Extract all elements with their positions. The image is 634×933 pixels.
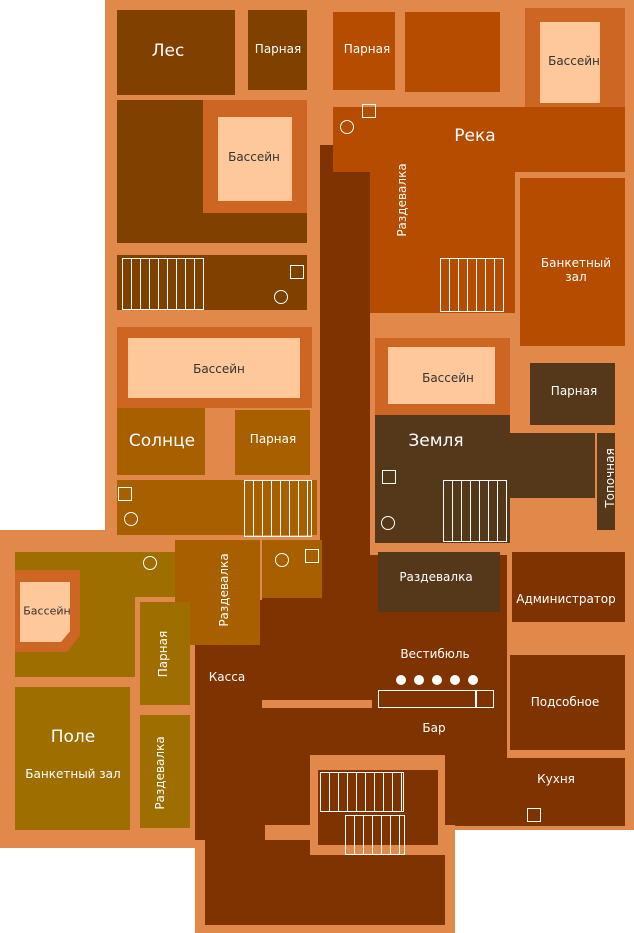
label-les-steam: Парная: [254, 42, 302, 56]
wall: [117, 243, 307, 255]
bar-counter-end: [476, 690, 494, 708]
bar-counter: [378, 690, 476, 708]
room-les: [117, 10, 235, 95]
room-pole-banquet: [15, 687, 130, 830]
sink-icon: [382, 470, 396, 484]
label-pole: Поле: [50, 727, 96, 747]
corridor: [320, 145, 370, 565]
toilet-icon: [275, 553, 289, 567]
room-reka: [405, 12, 500, 92]
room-solnce: [117, 408, 205, 475]
room-zemlya-boiler: [597, 433, 615, 530]
toilet-icon: [143, 556, 157, 570]
label-solnce: Солнце: [128, 431, 196, 451]
pool-zemlya: [388, 347, 495, 404]
sink-icon: [290, 265, 304, 279]
label-admin: Администратор: [516, 592, 616, 606]
label-bar: Бар: [422, 721, 446, 735]
label-pole-steam: Парная: [156, 630, 170, 678]
room-pole-steam: [140, 602, 190, 705]
bar-stool: [450, 675, 460, 685]
toilet-icon: [124, 512, 138, 526]
label-pole-changing: Раздевалка: [153, 736, 167, 810]
bar-stool: [432, 675, 442, 685]
label-reka-changing: Раздевалка: [395, 163, 409, 237]
label-pole-pool: Бассейн: [23, 604, 71, 618]
room-admin: [512, 552, 625, 622]
label-solnce-steam: Парная: [249, 432, 297, 446]
room-zemlya-hall: [510, 433, 595, 498]
pool-pole: [20, 582, 70, 642]
sink-icon: [118, 487, 132, 501]
toilet-icon: [381, 516, 395, 530]
label-lobby: Вестибюль: [400, 647, 470, 661]
label-cashier: Касса: [208, 670, 246, 684]
toilet-icon: [340, 120, 354, 134]
room-solnce-steam: [235, 410, 310, 475]
stairs: [440, 258, 504, 312]
label-solnce-changing: Раздевалка: [217, 553, 231, 627]
label-reka-pool: Бассейн: [548, 54, 600, 68]
label-reka-banquet: Банкетный зал: [540, 256, 612, 284]
sink-icon: [305, 549, 319, 563]
label-zemlya-steam: Парная: [550, 384, 598, 398]
stairs: [345, 815, 405, 855]
stairs: [244, 480, 312, 537]
label-pole-banquet: Банкетный зал: [25, 767, 121, 781]
pool-les: [218, 117, 292, 201]
toilet-icon: [274, 290, 288, 304]
label-zemlya-changing: Раздевалка: [399, 570, 473, 584]
pool-reka: [540, 22, 600, 103]
stairs: [443, 480, 507, 542]
room-pole-changing: [140, 715, 190, 828]
room-reka-steam: [333, 12, 395, 90]
pool-solnce: [128, 338, 300, 398]
label-zemlya-pool: Бассейн: [422, 371, 474, 385]
label-les: Лес: [151, 41, 185, 61]
label-reka-steam: Парная: [343, 42, 391, 56]
room-reka-banquet: [520, 178, 625, 346]
stairs: [122, 258, 204, 310]
label-reka: Река: [454, 126, 496, 146]
room-zemlya-steam: [530, 363, 615, 425]
bar-stool: [468, 675, 478, 685]
room-les-steam: [248, 10, 307, 90]
sink-icon: [362, 104, 376, 118]
stairs: [320, 772, 404, 812]
wall: [262, 700, 372, 708]
label-les-pool: Бассейн: [228, 150, 280, 164]
label-zemlya: Земля: [408, 431, 464, 451]
sink-icon: [527, 808, 541, 822]
room-zemlya-changing: [378, 552, 500, 612]
label-kitchen: Кухня: [537, 772, 575, 786]
room-utility: [510, 655, 625, 750]
label-solnce-pool: Бассейн: [193, 362, 245, 376]
label-utility: Подсобное: [530, 695, 600, 709]
bar-stool: [396, 675, 406, 685]
label-zemlya-boiler: Топочная: [603, 448, 617, 508]
bar-stool: [414, 675, 424, 685]
